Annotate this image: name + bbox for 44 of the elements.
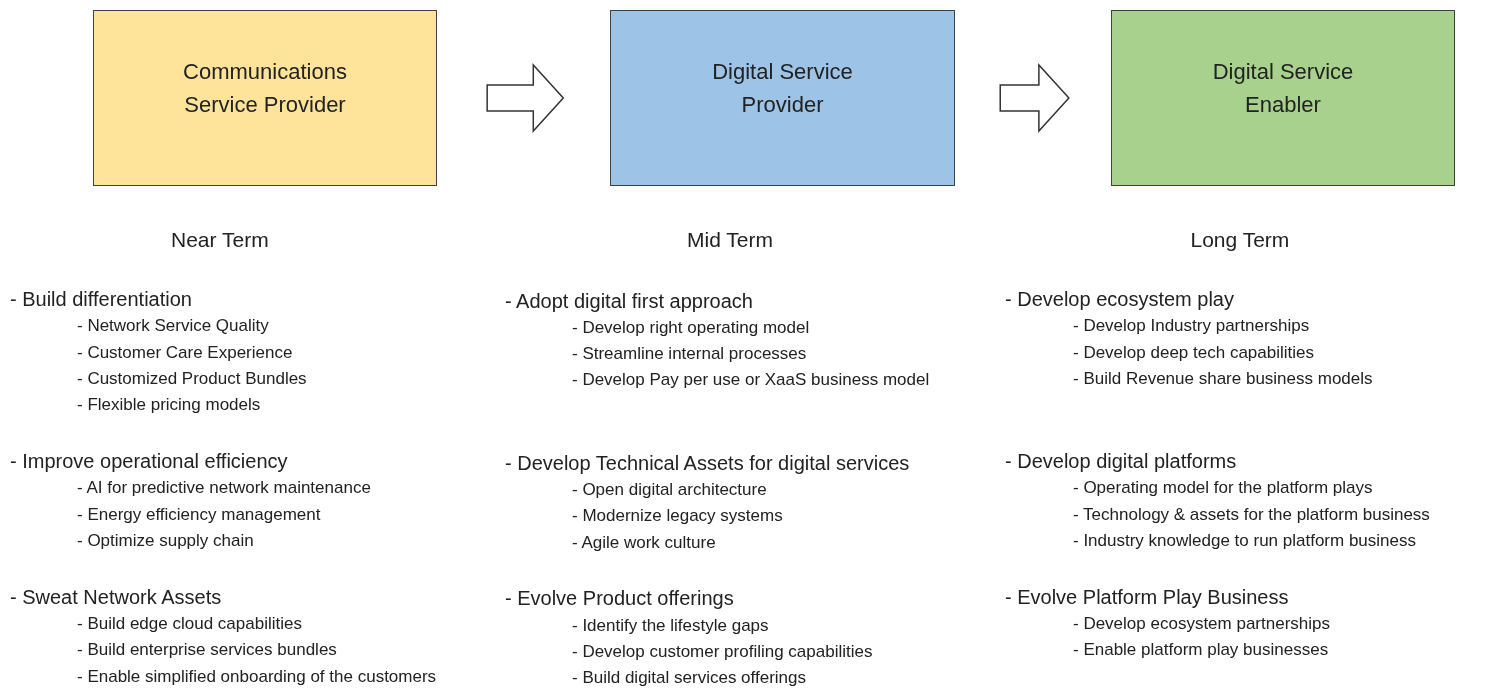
sub-item: - Technology & assets for the platform business bbox=[1073, 505, 1430, 525]
sub-item: - Agile work culture bbox=[572, 533, 716, 553]
list-item: - Evolve Platform Play Business bbox=[1005, 586, 1289, 609]
stage-box: Digital Service Provider bbox=[610, 10, 955, 186]
sub-item: - Industry knowledge to run platform business bbox=[1073, 531, 1416, 551]
list-item: - Develop Technical Assets for digital services bbox=[505, 452, 910, 475]
stage-box: Digital Service Enabler bbox=[1111, 10, 1455, 186]
sub-item: - Identify the lifestyle gaps bbox=[572, 616, 769, 636]
sub-item: - Build edge cloud capabilities bbox=[77, 614, 302, 634]
list-item: - Improve operational efficiency bbox=[10, 450, 288, 473]
sub-item: - Build Revenue share business models bbox=[1073, 369, 1373, 389]
column-heading: Near Term bbox=[171, 228, 269, 252]
sub-item: - Develop deep tech capabilities bbox=[1073, 343, 1314, 363]
sub-item: - Enable platform play businesses bbox=[1073, 640, 1329, 660]
list-item: - Adopt digital first approach bbox=[505, 290, 753, 313]
sub-item: - Flexible pricing models bbox=[77, 395, 261, 415]
sub-item: - Modernize legacy systems bbox=[572, 506, 783, 526]
sub-item: - Network Service Quality bbox=[77, 316, 269, 336]
sub-item: - Open digital architecture bbox=[572, 480, 767, 500]
sub-item: - Build enterprise services bundles bbox=[77, 640, 337, 660]
sub-item: - Customized Product Bundles bbox=[77, 369, 307, 389]
block-arrow bbox=[486, 63, 565, 133]
list-item: - Develop ecosystem play bbox=[1005, 288, 1234, 311]
column-heading: Long Term bbox=[1190, 228, 1290, 252]
sub-item: - Develop Pay per use or XaaS business model bbox=[572, 370, 930, 390]
list-item: - Develop digital platforms bbox=[1005, 450, 1237, 473]
sub-item: - Build digital services offerings bbox=[572, 668, 806, 688]
sub-item: - Energy efficiency management bbox=[77, 505, 321, 525]
list-item: - Build differentiation bbox=[10, 288, 192, 311]
sub-item: - Optimize supply chain bbox=[77, 531, 254, 551]
sub-item: - Enable simplified onboarding of the customers bbox=[77, 667, 437, 687]
sub-item: - AI for predictive network maintenance bbox=[77, 478, 371, 498]
stage-box: Communications Service Provider bbox=[93, 10, 437, 186]
column-heading: Mid Term bbox=[687, 228, 773, 252]
sub-item: - Develop Industry partnerships bbox=[1073, 316, 1310, 336]
sub-item: - Operating model for the platform plays bbox=[1073, 478, 1373, 498]
sub-item: - Streamline internal processes bbox=[572, 344, 807, 364]
sub-item: - Develop right operating model bbox=[572, 318, 810, 338]
list-item: - Evolve Product offerings bbox=[505, 587, 734, 610]
block-arrow bbox=[999, 63, 1070, 133]
sub-item: - Develop customer profiling capabilities bbox=[572, 642, 873, 662]
sub-item: - Develop ecosystem partnerships bbox=[1073, 614, 1330, 634]
sub-item: - Customer Care Experience bbox=[77, 343, 293, 363]
list-item: - Sweat Network Assets bbox=[10, 586, 222, 609]
